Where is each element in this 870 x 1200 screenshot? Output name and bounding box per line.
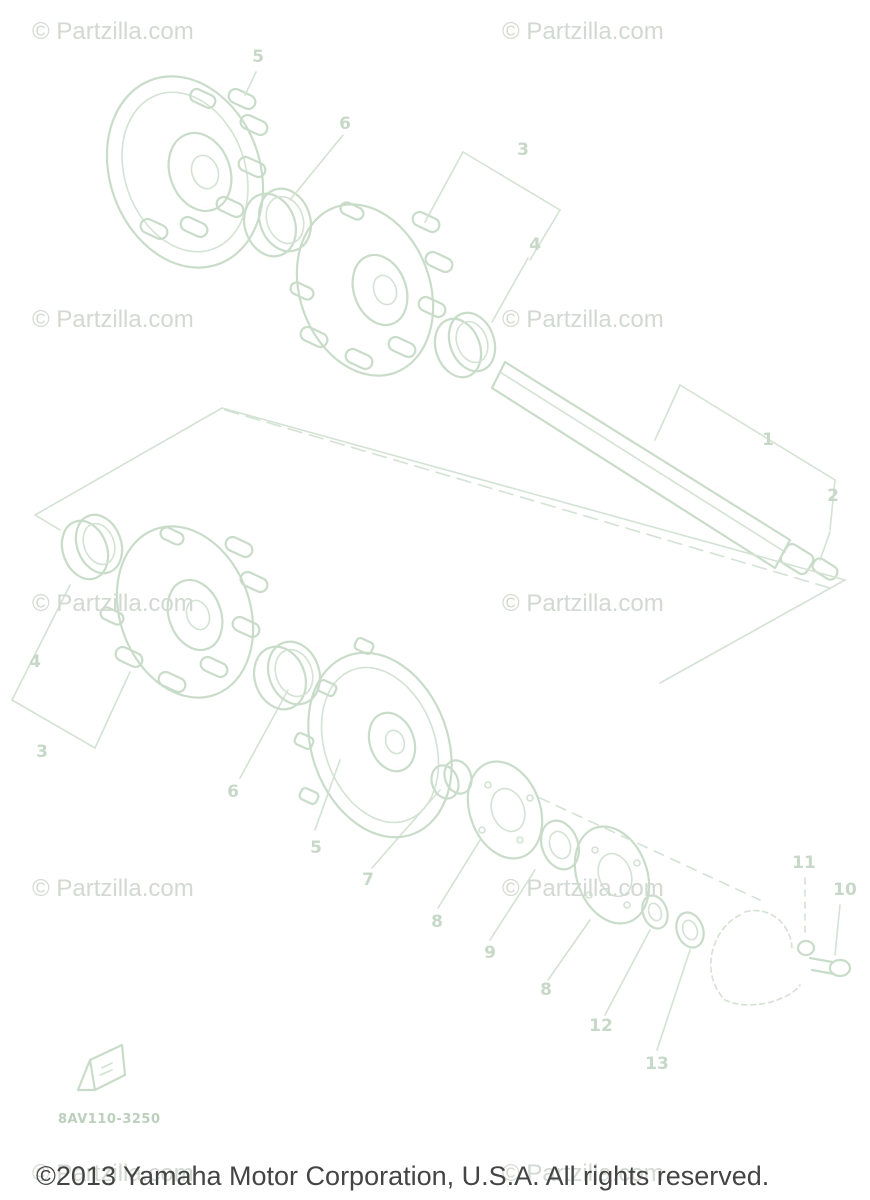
callout-5[interactable]: 5 [252,47,264,67]
assembly-axis [539,797,761,901]
callout-10[interactable]: 10 [833,880,857,900]
callout-13[interactable]: 13 [645,1054,669,1074]
diagram-code: 8AV110-3250 [58,1112,161,1127]
lock-washer [796,939,816,957]
collar-lower [60,513,124,581]
watermark: © Partzilla.com [32,18,194,45]
spacer-ring-lower [252,640,322,711]
callout-8[interactable]: 8 [540,980,552,1000]
bolt [808,956,852,978]
housing-plate-b [573,825,651,925]
bearing [539,819,581,871]
watermark: © Partzilla.com [502,306,664,333]
housing-plate-a [466,760,544,860]
callout-6[interactable]: 6 [339,114,351,134]
callout-7[interactable]: 7 [362,870,374,890]
callout-1[interactable]: 1 [762,430,774,450]
watermark: © Partzilla.com [32,590,194,617]
callout-11[interactable]: 11 [792,853,816,873]
watermark: © Partzilla.com [32,875,194,902]
callout-4[interactable]: 4 [29,652,41,672]
callout-8[interactable]: 8 [431,912,443,932]
callout-6[interactable]: 6 [227,782,239,802]
collar-upper [433,311,497,379]
drive-axle [490,360,839,581]
washer [641,894,669,930]
watermark: © Partzilla.com [502,590,664,617]
watermark: © Partzilla.com [502,875,664,902]
callout-4[interactable]: 4 [529,235,541,255]
drive-sprocket-lower [99,525,269,699]
front-direction-icon [76,1043,127,1092]
leader-lines [11,71,841,1051]
watermark: © Partzilla.com [502,18,664,45]
watermark: © Partzilla.com [502,1160,664,1187]
oil-seal [675,911,705,949]
watermark: © Partzilla.com [32,1160,194,1187]
callout-9[interactable]: 9 [484,943,496,963]
sprocket-wheel-lower [293,636,453,839]
sprocket-wheel-upper [105,75,269,269]
reference-outline [34,407,848,684]
callout-2[interactable]: 2 [827,486,839,506]
callout-3[interactable]: 3 [36,742,48,762]
callout-3[interactable]: 3 [517,140,529,160]
spacer-ring-upper [242,187,313,258]
watermark: © Partzilla.com [32,306,194,333]
drive-sprocket-upper [289,201,454,377]
copyright-notice: ©2013 Yamaha Motor Corporation, U.S.A. A… [36,1161,770,1191]
callout-5[interactable]: 5 [310,838,322,858]
callout-12[interactable]: 12 [589,1016,613,1036]
bushing [430,759,473,800]
frame-housing [710,909,801,1006]
